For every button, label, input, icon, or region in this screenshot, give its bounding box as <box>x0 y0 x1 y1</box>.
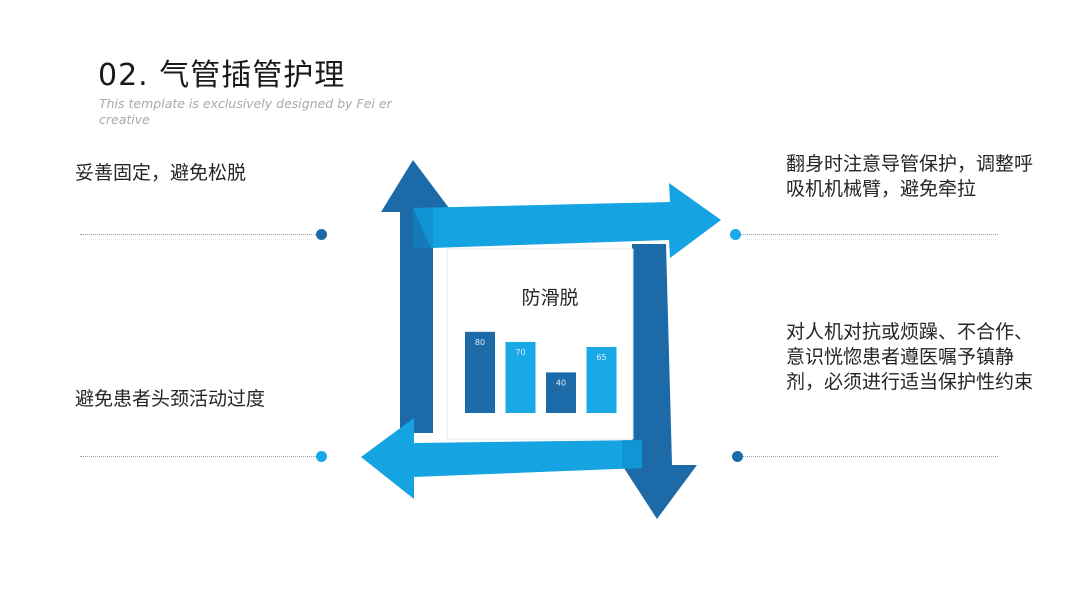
center-label: 防滑脱 <box>521 287 578 309</box>
arrow-overlap-shade <box>413 208 433 248</box>
bar-label-1: 80 <box>475 338 485 347</box>
connector-dot-top-right <box>730 229 741 240</box>
bar-label-4: 65 <box>596 353 606 362</box>
connector-line-top-right <box>736 234 998 235</box>
note-bottom-left: 避免患者头颈活动过度 <box>75 388 266 410</box>
connector-line-bottom-right <box>736 456 998 457</box>
note-top-left: 妥善固定，避免松脱 <box>75 162 247 184</box>
arrow-left-bottom <box>361 418 642 499</box>
mini-bar-chart: 80 70 40 65 <box>465 331 617 413</box>
page-subtitle: This template is exclusively designed by… <box>99 96 392 127</box>
arrow-right-top <box>413 183 721 258</box>
bar-3 <box>546 372 576 413</box>
bar-label-3: 40 <box>556 378 566 387</box>
arrow-up-left <box>381 160 452 433</box>
page-title: 02. 气管插管护理 <box>98 58 346 93</box>
bar-1 <box>465 331 495 413</box>
connector-line-top-left <box>80 234 320 235</box>
connector-line-bottom-left <box>80 456 320 457</box>
bar-2 <box>505 341 536 413</box>
connector-dot-bottom-left <box>316 451 327 462</box>
connector-dot-bottom-right <box>732 451 743 462</box>
bar-label-2: 70 <box>515 348 525 357</box>
note-bottom-right: 对人机对抗或烦躁、不合作、意识恍惚患者遵医嘱予镇静剂，必须进行适当保护性约束 <box>786 321 1034 393</box>
arrow-overlap-shade-2 <box>622 440 642 468</box>
bar-4 <box>586 347 617 413</box>
note-top-right: 翻身时注意导管保护，调整呼吸机机械臂，避免牵拉 <box>786 153 1034 200</box>
connector-dot-top-left <box>316 229 327 240</box>
